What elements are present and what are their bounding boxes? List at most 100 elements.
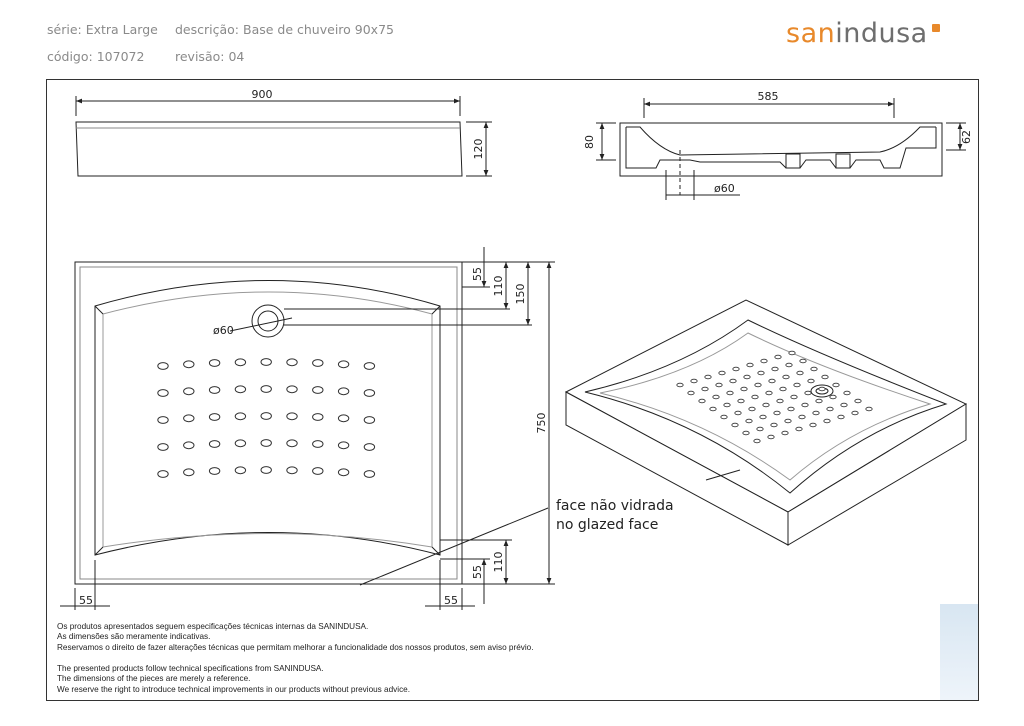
drain-hole: [234, 358, 247, 367]
iso-drain-hole: [809, 422, 817, 428]
serie-label: série:: [47, 22, 82, 37]
drain-hole: [286, 439, 298, 448]
iso-drain-hole: [723, 402, 731, 408]
note-en-line: We reserve the right to introduce techni…: [57, 684, 410, 694]
drain-hole: [286, 385, 298, 394]
dim-plan-150: 150: [514, 284, 527, 305]
note-en-line: The dimensions of the pieces are merely …: [57, 674, 251, 684]
iso-drain-hole: [865, 406, 873, 412]
note-pt-line: As dimensões são meramente indicativas.: [57, 632, 211, 642]
revisao-value: 04: [228, 49, 245, 64]
drain-hole: [286, 466, 298, 475]
iso-drain-hole: [709, 406, 717, 412]
iso-drain-hole: [715, 382, 723, 388]
logo-mark-icon: [931, 24, 940, 32]
logo-san: san: [786, 18, 836, 49]
iso-drain-hole: [818, 386, 826, 392]
dim-plan-55-left: 55: [79, 594, 93, 607]
iso-drain-hole: [740, 386, 748, 392]
drain-hole: [286, 358, 298, 367]
dim-plan-110-bottom: 110: [492, 552, 505, 573]
drain-hole: [208, 386, 221, 394]
drain-hole: [260, 412, 272, 420]
iso-drain-hole: [745, 418, 753, 424]
iso-drain-hole: [854, 398, 862, 404]
drain-hole: [183, 468, 195, 477]
logo-indusa: indusa: [835, 18, 928, 49]
side-section-view: [596, 98, 966, 200]
iso-drain-hole: [748, 406, 756, 412]
plan-view: [60, 247, 555, 610]
drain-hole: [234, 439, 247, 448]
dim-side-80: 80: [583, 135, 596, 149]
iso-drain-hole: [762, 402, 770, 408]
iso-drain-hole: [840, 402, 848, 408]
iso-drain-hole: [690, 378, 698, 384]
iso-drain-hole: [801, 402, 809, 408]
iso-drain-hole: [718, 370, 726, 376]
drain-hole: [337, 387, 350, 396]
iso-drain-hole: [774, 354, 782, 360]
drain-hole: [363, 416, 376, 424]
drain-hole: [363, 362, 376, 370]
drain-hole: [363, 389, 376, 397]
notes-pt: Os produtos apresentados seguem especifi…: [57, 622, 533, 653]
drain-hole: [208, 413, 221, 421]
iso-drain-hole: [793, 382, 801, 388]
drain-hole: [183, 414, 195, 423]
dim-top-width: 900: [252, 88, 273, 101]
iso-drain-hole: [788, 350, 796, 356]
drain-hole: [286, 412, 298, 421]
iso-drain-hole: [704, 374, 712, 380]
drain-hole: [157, 443, 169, 451]
iso-drain-hole: [804, 390, 812, 396]
iso-drain-hole: [726, 390, 734, 396]
iso-drain-hole: [832, 382, 840, 388]
iso-drain-hole: [757, 370, 765, 376]
drain-hole: [363, 443, 376, 451]
iso-drain-hole: [729, 378, 737, 384]
iso-drain-hole: [781, 430, 789, 436]
face-label-en: no glazed face: [556, 517, 659, 533]
iso-drain-hole: [767, 434, 775, 440]
iso-drain-hole: [815, 398, 823, 404]
descricao-label: descrição:: [175, 22, 240, 37]
dim-plan-55-top: 55: [471, 267, 484, 281]
iso-drain-hole: [796, 370, 804, 376]
iso-drain-hole: [826, 406, 834, 412]
drain-hole: [312, 467, 324, 475]
iso-drain-hole: [776, 398, 784, 404]
dim-plan-55-bottom: 55: [471, 565, 484, 579]
iso-drain-hole: [799, 358, 807, 364]
iso-drain-hole: [795, 426, 803, 432]
drain-hole: [234, 385, 247, 394]
drain-hole: [157, 470, 169, 478]
drain-hole: [312, 440, 324, 448]
iso-drain-hole: [765, 390, 773, 396]
iso-drain-hole: [837, 414, 845, 420]
iso-drain-hole: [751, 394, 759, 400]
revisao-label: revisão:: [175, 49, 225, 64]
drain-hole: [312, 386, 324, 394]
codigo-label: código:: [47, 49, 93, 64]
iso-drain-hole: [807, 378, 815, 384]
iso-drain-hole: [743, 374, 751, 380]
dim-side-62: 62: [960, 130, 973, 144]
drain-hole: [183, 387, 195, 396]
notes-en: The presented products follow technical …: [57, 664, 410, 695]
plan-drain-holes: [157, 358, 376, 478]
sanindusa-logo: sanindusa: [786, 18, 940, 49]
iso-drain-hole: [798, 414, 806, 420]
descricao-field: descrição: Base de chuveiro 90x75: [175, 22, 394, 37]
dim-plan-drain: ø60: [213, 324, 234, 337]
iso-drain-hole: [760, 358, 768, 364]
iso-drain-hole: [731, 422, 739, 428]
iso-drain-hole: [829, 394, 837, 400]
iso-drain-hole: [782, 374, 790, 380]
iso-drain-hole: [787, 406, 795, 412]
iso-drain-hole: [720, 414, 728, 420]
drain-hole: [337, 441, 350, 450]
front-view: [75, 96, 492, 177]
note-pt-line: Os produtos apresentados seguem especifi…: [57, 622, 369, 631]
